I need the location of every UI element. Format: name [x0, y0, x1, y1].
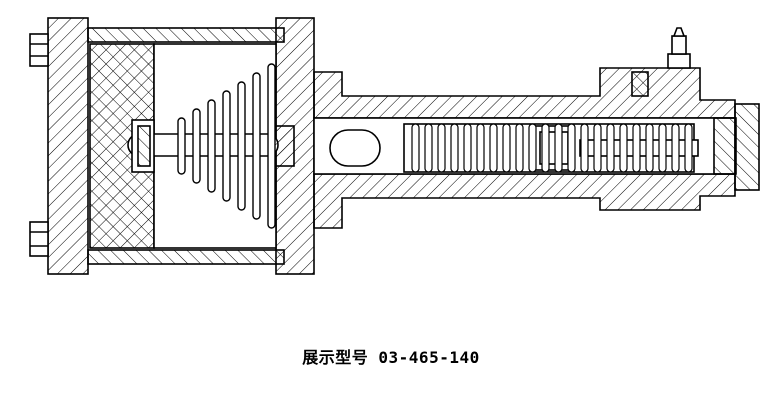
end-cap	[734, 103, 760, 191]
spring-coil	[476, 123, 485, 173]
spring-coil	[528, 123, 537, 173]
spring-coil	[541, 123, 550, 173]
spring-coil	[267, 63, 276, 229]
spring-coil	[177, 117, 186, 175]
spring-coil	[632, 123, 641, 173]
bottom-left-bolt	[29, 221, 49, 257]
spring-coil	[554, 123, 563, 173]
bottom-tube-wall	[87, 249, 285, 265]
spring-coil	[567, 123, 576, 173]
spring-coil	[606, 123, 615, 173]
model-caption: 展示型号 03-465-140	[302, 348, 480, 367]
spring-coil	[192, 108, 201, 184]
spring-coil	[463, 123, 472, 173]
return-spring	[177, 63, 276, 229]
top-tube-wall	[87, 27, 285, 43]
spring-coil	[424, 123, 433, 173]
barrel-upper-wall	[313, 67, 736, 119]
spring-coil	[252, 72, 261, 220]
spring-coil	[411, 123, 420, 173]
left-end-plate	[47, 17, 89, 275]
spring-coil	[489, 123, 498, 173]
spring-coil	[619, 123, 628, 173]
spring-coil	[237, 81, 246, 211]
valve-spring	[411, 123, 693, 173]
barrel-lower-wall	[313, 173, 736, 229]
spring-coil	[593, 123, 602, 173]
spring-coil	[684, 123, 693, 173]
spring-coil	[515, 123, 524, 173]
spring-coil	[645, 123, 654, 173]
spring-coil	[207, 99, 216, 193]
spring-coil	[658, 123, 667, 173]
grease-fitting	[667, 53, 691, 69]
spring-coil	[502, 123, 511, 173]
spring-coil	[580, 123, 589, 173]
plunger-pin	[329, 129, 381, 167]
spring-coil	[222, 90, 231, 202]
spring-coil	[437, 123, 446, 173]
spring-coil	[450, 123, 459, 173]
top-left-bolt	[29, 33, 49, 67]
spring-coil	[671, 123, 680, 173]
